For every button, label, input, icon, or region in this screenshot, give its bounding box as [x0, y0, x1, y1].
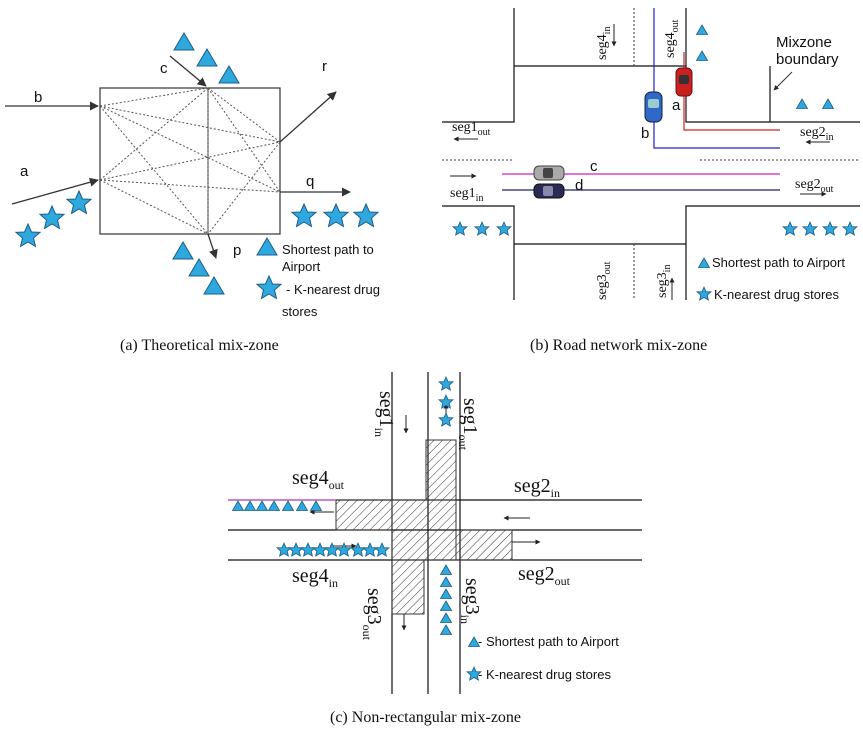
- mixzone-pointer-arrow: [773, 71, 793, 91]
- car-label-d: d: [575, 177, 583, 194]
- mixzone-label-line1: Mixzone: [776, 34, 832, 51]
- c-seg3-in-label: seg3in: [458, 578, 483, 624]
- c-star-row-left: [276, 542, 390, 557]
- label-r: r: [322, 58, 327, 75]
- caption-c: (c) Non-rectangular mix-zone: [330, 709, 521, 726]
- c-seg4-out-label: seg4out: [292, 467, 345, 492]
- triangle-markers-top: [173, 32, 240, 84]
- path-car-a: [683, 52, 780, 131]
- mixzone-label-line2: boundary: [776, 51, 839, 68]
- c-seg3-out-label: seg3out: [360, 588, 385, 641]
- label-q: q: [306, 173, 314, 190]
- seg4-out-label: seg4out: [663, 19, 681, 58]
- exit-arrow-p: [207, 233, 218, 259]
- label-c: c: [160, 60, 168, 77]
- panel-b-road-network-mix-zone: a b c d Mixzone boundary seg1out seg1in …: [442, 8, 860, 354]
- car-b: [644, 91, 663, 123]
- c-seg2-out-label: seg2out: [518, 563, 571, 588]
- triangle-markers-bottom: [172, 241, 225, 295]
- legend-b: Shortest path to Airport K-nearest drug …: [696, 255, 845, 302]
- path-car-b: [653, 8, 780, 149]
- c-star-markers-top: [438, 376, 454, 427]
- legend-b-star-icon: [696, 286, 712, 301]
- road-edges: [442, 8, 860, 300]
- caption-b: (b) Road network mix-zone: [530, 337, 707, 354]
- dotted-paths: [99, 87, 281, 235]
- car-label-c: c: [590, 158, 598, 175]
- legend-triangle-line1: Shortest path to: [282, 242, 374, 257]
- panel-a-theoretical-mix-zone: b a c r q p Shortest path to Airport - K…: [5, 32, 380, 354]
- mix-zone-box: [99, 87, 281, 235]
- exit-arrow-r: [279, 91, 337, 143]
- legend-triangle-icon: [256, 237, 278, 256]
- car-d: [533, 183, 565, 199]
- legend-b-triangle: Shortest path to Airport: [712, 255, 845, 270]
- car-label-a: a: [672, 97, 681, 114]
- entry-arrow-a: [11, 177, 99, 205]
- c-triangle-column-bottom: [440, 564, 452, 635]
- star-markers-right: [291, 203, 379, 227]
- seg1-in-label: seg1in: [450, 186, 483, 204]
- legend-c-triangle: - Shortest path to Airport: [478, 634, 619, 649]
- legend-star-icon: [256, 275, 282, 299]
- car-label-b: b: [641, 125, 649, 142]
- car-c: [533, 165, 565, 181]
- legend-b-triangle-icon: [698, 257, 710, 268]
- legend-b-star: K-nearest drug stores: [714, 287, 840, 302]
- c-seg1-in-label: seg1in: [372, 391, 397, 437]
- seg2-in-label: seg2in: [800, 125, 833, 143]
- seg1-out-label: seg1out: [452, 120, 491, 138]
- c-seg4-in-label: seg4in: [292, 565, 338, 590]
- seg4-in-label: seg4in: [595, 27, 613, 60]
- hatched-mix-zone: [335, 439, 513, 615]
- label-a: a: [20, 163, 29, 180]
- seg3-in-label: seg3in: [655, 265, 673, 298]
- caption-a: (a) Theoretical mix-zone: [120, 337, 279, 354]
- legend-c-star: - K-nearest drug stores: [478, 667, 611, 682]
- car-a: [675, 67, 693, 97]
- legend-triangle-line2: Airport: [282, 259, 321, 274]
- label-p: p: [233, 242, 241, 259]
- c-seg2-in-label: seg2in: [514, 475, 560, 500]
- seg2-out-label: seg2out: [795, 177, 834, 195]
- c-triangle-row-left: [232, 500, 322, 511]
- panel-c-non-rectangular-mix-zone: seg1in seg1out seg2in seg2out seg4out se…: [228, 372, 642, 726]
- legend-star-line1: - K-nearest drug: [286, 282, 380, 297]
- legend-a: Shortest path to Airport - K-nearest dru…: [256, 237, 380, 319]
- entry-arrow-c: [169, 55, 207, 87]
- legend-star-line2: stores: [282, 304, 318, 319]
- c-seg1-out-label: seg1out: [456, 398, 481, 451]
- seg3-out-label: seg3out: [595, 261, 613, 300]
- lane-dividers: [442, 8, 860, 300]
- label-b: b: [34, 89, 42, 106]
- legend-c: - Shortest path to Airport - K-nearest d…: [466, 634, 619, 682]
